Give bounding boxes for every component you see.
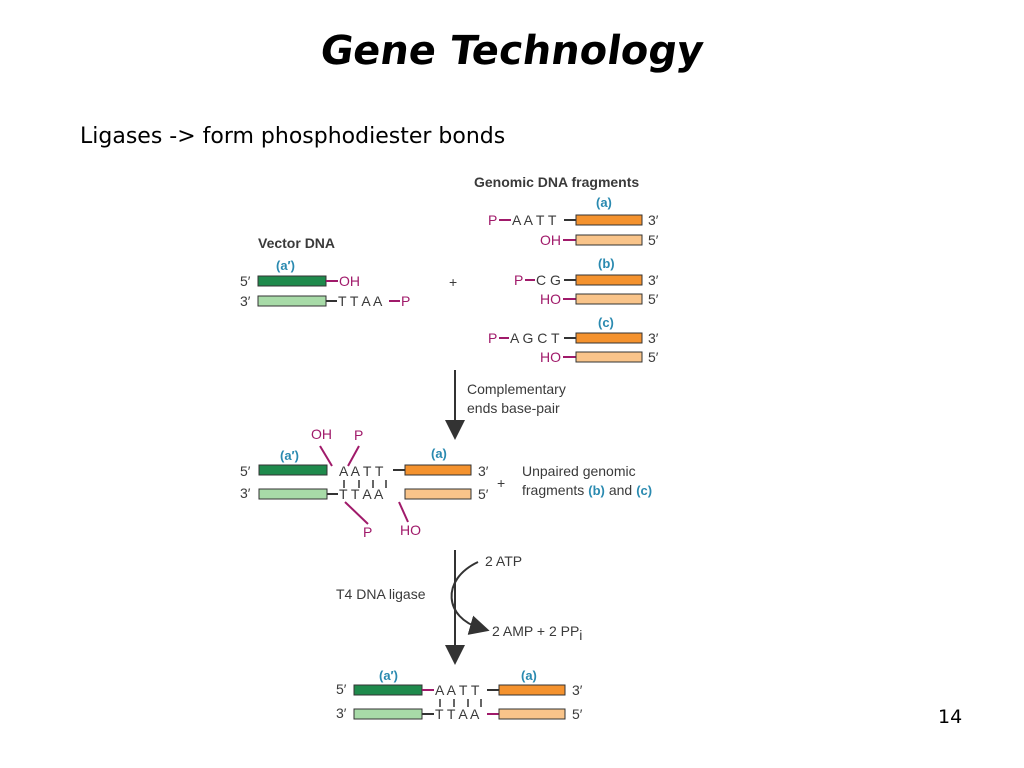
vector-top-strand: [257, 275, 327, 287]
vector-bottom-bases: T T A A: [338, 293, 383, 309]
atp-curve-arrow: [450, 561, 490, 635]
vector-heading: Vector DNA: [258, 235, 335, 251]
unpaired-line1: Unpaired genomic: [522, 463, 636, 479]
amp-subscript: i: [579, 627, 582, 643]
vector-bottom-group: P: [401, 293, 410, 309]
mid-bottom-end: 5′: [478, 486, 489, 502]
vector-bottom-strand: [257, 295, 327, 307]
frag-a-bottom-strand: [575, 234, 643, 246]
frag-a-top-group: P: [488, 212, 497, 228]
subtitle: Ligases -> form phosphodiester bonds: [80, 124, 506, 149]
amp-text: 2 AMP + 2 PP: [492, 623, 579, 639]
unpaired-prefix: fragments: [522, 482, 584, 498]
frag-a-top-end: 3′: [648, 212, 659, 228]
unpaired-b: (b): [588, 483, 605, 498]
mid-top-bases: A A T T: [339, 463, 384, 479]
frag-a-bottom-group: OH: [540, 232, 561, 248]
frag-c-top-end: 3′: [648, 330, 659, 346]
mid-left-top-strand: [258, 464, 328, 476]
unpaired-plus: +: [497, 475, 505, 491]
mid-ho: HO: [400, 522, 421, 538]
mid-oh-bond: [319, 445, 333, 467]
final-bottom-bases: T T A A: [435, 706, 480, 722]
mid-p-top: P: [354, 427, 363, 443]
mid-right-bottom-strand: [404, 488, 472, 500]
frag-b-bottom-group: HO: [540, 291, 561, 307]
frag-a-label: (a): [596, 195, 612, 210]
frag-b-top-group: P: [514, 272, 523, 288]
mid-base-pair-ticks: [343, 480, 387, 488]
mid-bottom-bases: T T A A: [339, 486, 384, 502]
frag-b-bottom-end: 5′: [648, 291, 659, 307]
genomic-heading: Genomic DNA fragments: [474, 174, 639, 190]
atp-label: 2 ATP: [485, 553, 522, 569]
frag-b-top-bases: C G: [536, 272, 561, 288]
vector-label: (a′): [276, 258, 295, 273]
mid-oh: OH: [311, 426, 332, 442]
frag-c-bottom-end: 5′: [648, 349, 659, 365]
mid-p-bottom: P: [363, 524, 372, 540]
mid-top-start: 5′: [240, 463, 251, 479]
step1-line1: Complementary: [467, 381, 566, 397]
mid-right-label: (a): [431, 446, 447, 461]
step1-line2: ends base-pair: [467, 400, 560, 416]
final-right-top-strand: [498, 684, 566, 696]
mid-p-bottom-bond: [344, 501, 369, 525]
plus-sign: +: [449, 274, 457, 290]
mid-left-bottom-strand: [258, 488, 328, 500]
unpaired-and: and: [609, 482, 632, 498]
mid-bottom-start: 3′: [240, 485, 251, 501]
mid-p-top-bond: [347, 445, 360, 467]
final-right-bottom-strand: [498, 708, 566, 720]
mid-top-end: 3′: [478, 463, 489, 479]
final-top-end: 3′: [572, 682, 583, 698]
final-right-label: (a): [521, 668, 537, 683]
unpaired-c: (c): [636, 483, 652, 498]
frag-b-top-strand: [575, 274, 643, 286]
vector-bottom-start: 3′: [240, 293, 251, 309]
mid-left-label: (a′): [280, 448, 299, 463]
frag-c-bottom-group: HO: [540, 349, 561, 365]
ligase-label: T4 DNA ligase: [336, 586, 426, 602]
final-left-bottom-strand: [353, 708, 423, 720]
frag-c-bottom-strand: [575, 351, 643, 363]
frag-a-top-bases: A A T T: [512, 212, 557, 228]
frag-b-label: (b): [598, 256, 615, 271]
vector-top-group: OH: [339, 273, 360, 289]
frag-c-top-group: P: [488, 330, 497, 346]
final-base-pair-ticks: [439, 699, 482, 707]
frag-b-top-end: 3′: [648, 272, 659, 288]
final-bottom-end: 5′: [572, 706, 583, 722]
final-bottom-start: 3′: [336, 705, 347, 721]
final-top-bases: A A T T: [435, 682, 480, 698]
mid-ho-bond: [398, 501, 409, 523]
amp-label: 2 AMP + 2 PPi: [492, 623, 582, 643]
mid-right-top-strand: [404, 464, 472, 476]
final-left-label: (a′): [379, 668, 398, 683]
frag-c-top-strand: [575, 332, 643, 344]
frag-a-top-strand: [575, 214, 643, 226]
frag-c-top-bases: A G C T: [510, 330, 560, 346]
frag-c-label: (c): [598, 315, 614, 330]
frag-a-bottom-end: 5′: [648, 232, 659, 248]
page-number: 14: [938, 706, 963, 728]
unpaired-line2: fragments (b) and (c): [522, 482, 652, 498]
final-top-start: 5′: [336, 681, 347, 697]
final-left-top-strand: [353, 684, 423, 696]
vector-top-start: 5′: [240, 273, 251, 289]
frag-b-bottom-strand: [575, 293, 643, 305]
